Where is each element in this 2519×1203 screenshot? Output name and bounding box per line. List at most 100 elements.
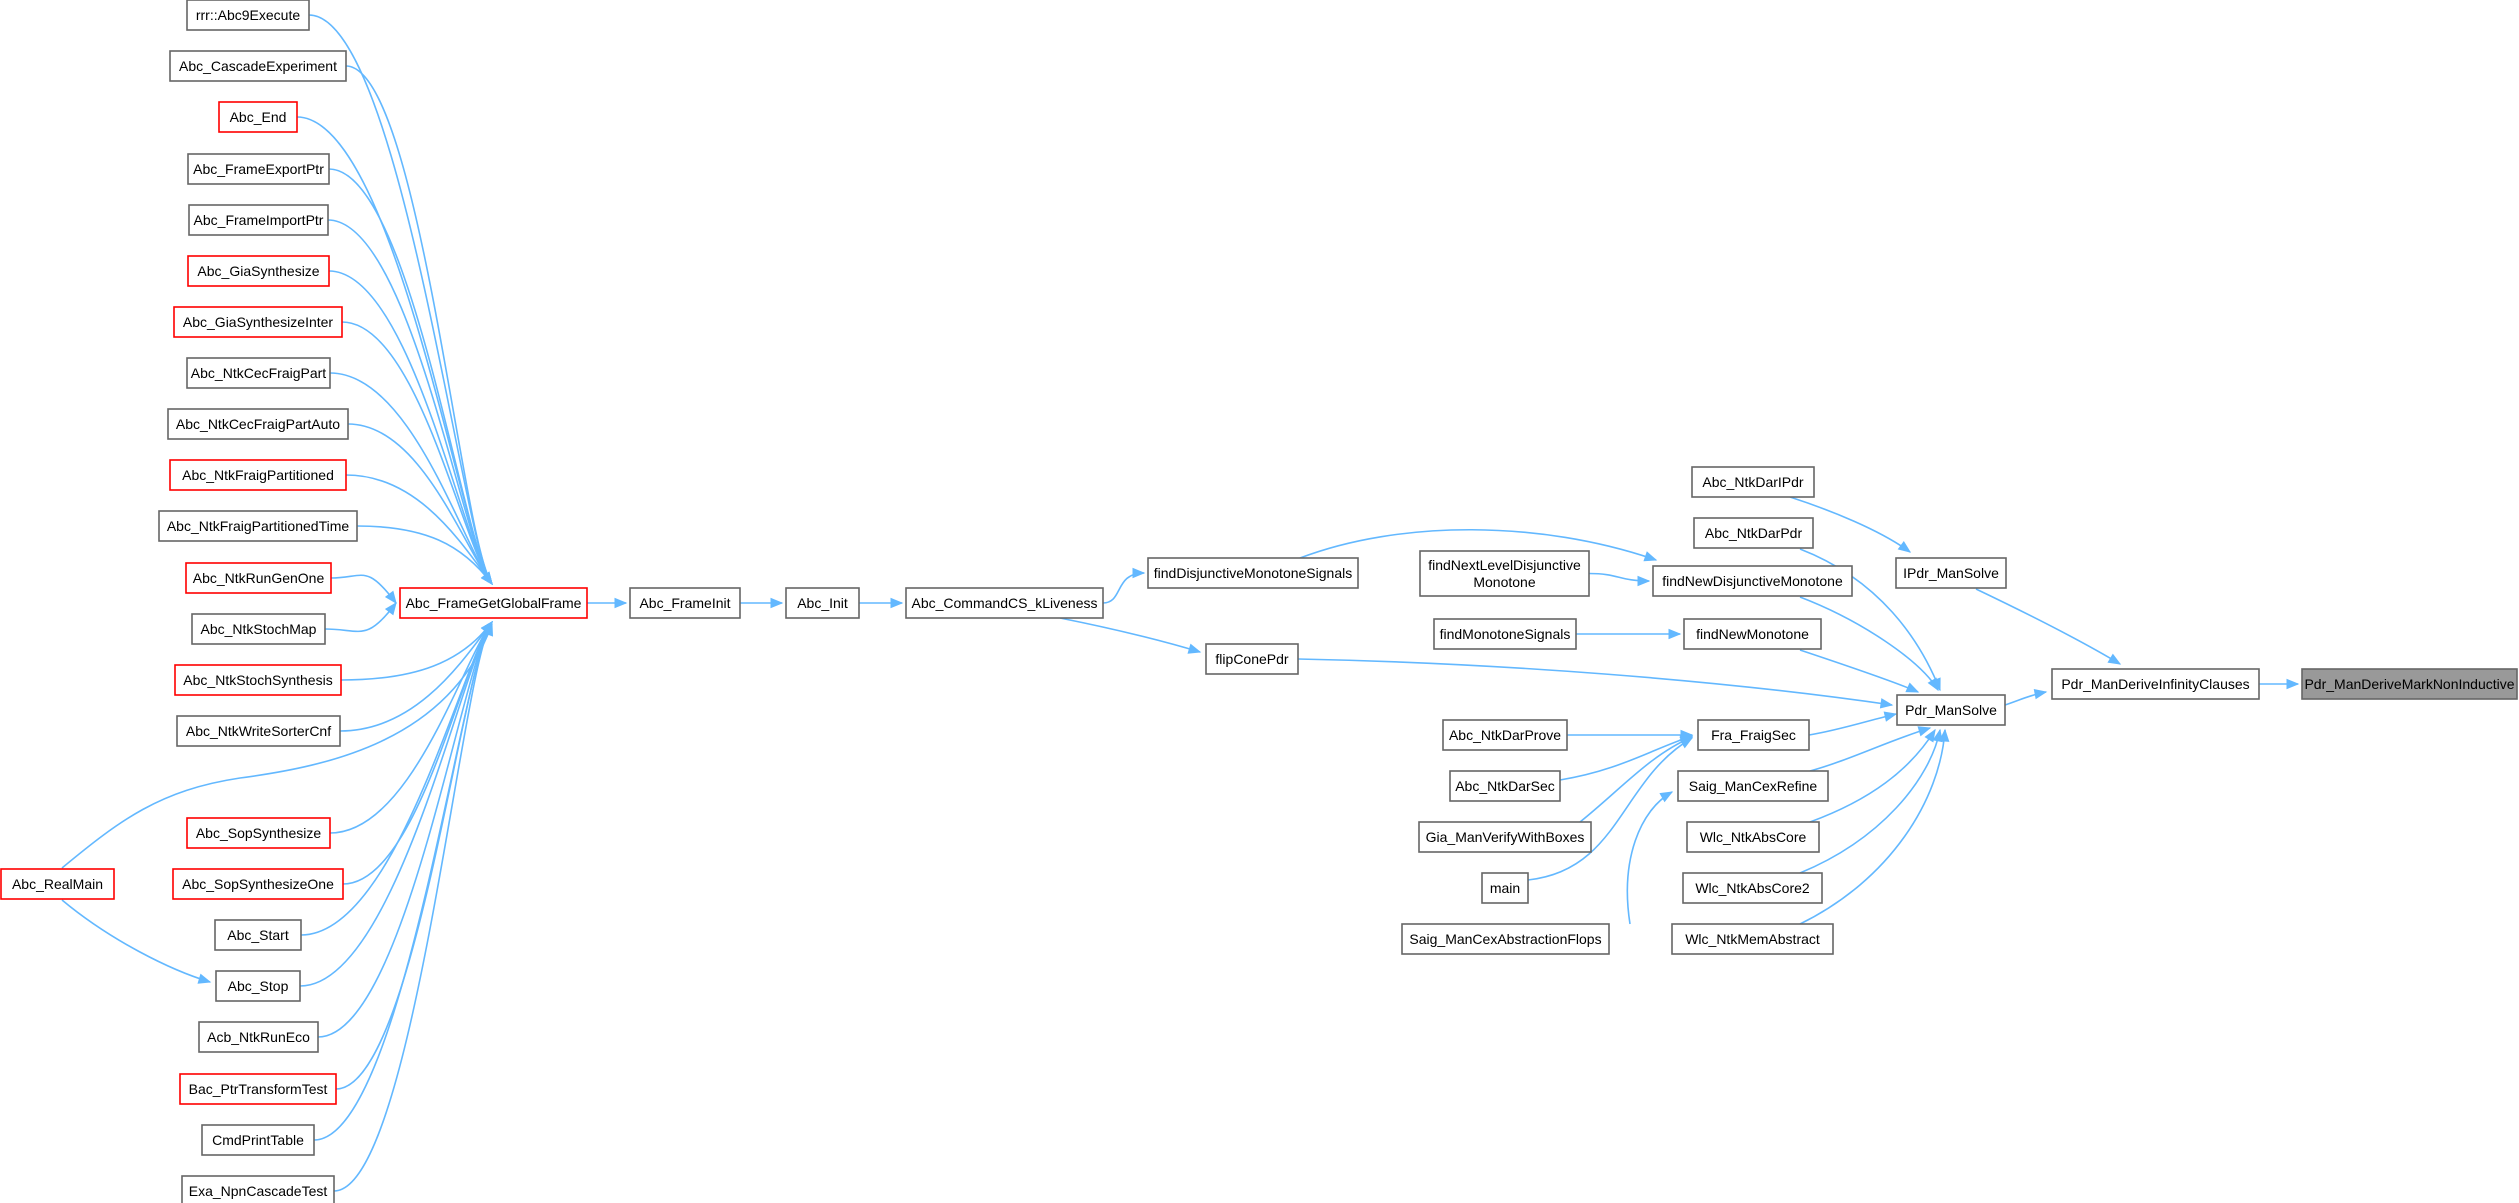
node-abc_ntkdarprove[interactable]: Abc_NtkDarProve: [1442, 719, 1568, 751]
node-wlc_ntkabscore2[interactable]: Wlc_NtkAbsCore2: [1682, 872, 1823, 904]
node-label: main: [1490, 880, 1520, 896]
node-label: Gia_ManVerifyWithBoxes: [1426, 829, 1585, 845]
node-abc_ntkdarpdr[interactable]: Abc_NtkDarPdr: [1693, 517, 1814, 549]
node-box: [169, 459, 347, 491]
node-findmonosig[interactable]: findMonotoneSignals: [1433, 618, 1577, 650]
node-fra_fraigsec[interactable]: Fra_FraigSec: [1697, 719, 1810, 751]
node-findnewdisj[interactable]: findNewDisjunctiveMonotone: [1652, 565, 1853, 597]
node-box: [198, 1021, 319, 1053]
edge-abc_ntkstochsynth-to-abc_framegetglobal: [340, 621, 493, 681]
edge-abc_ntkdarlpdr-to-ipdr_mansolve: [1789, 496, 1911, 553]
arrowhead-fra_fraigsec-to-pdr_mansolve: [1883, 711, 1898, 722]
node-gia_manverify[interactable]: Gia_ManVerifyWithBoxes: [1418, 821, 1592, 853]
node-abc_commandcs[interactable]: Abc_CommandCS_kLiveness: [905, 587, 1104, 619]
node-exa_npncascade[interactable]: Exa_NpnCascadeTest: [181, 1175, 335, 1203]
node-label: Saig_ManCexRefine: [1689, 778, 1818, 794]
node-pdr_manderiveinf[interactable]: Pdr_ManDeriveInfinityClauses: [2051, 668, 2260, 700]
node-box: [186, 817, 331, 849]
node-pdr_mansolve[interactable]: Pdr_ManSolve: [1896, 694, 2006, 726]
node-abc_ntkstochsynth[interactable]: Abc_NtkStochSynthesis: [174, 664, 342, 696]
node-abc_start[interactable]: Abc_Start: [214, 919, 302, 951]
node-label: Abc_NtkWriteSorterCnf: [186, 723, 331, 739]
node-findnewmono[interactable]: findNewMonotone: [1683, 618, 1822, 650]
edge-bac_ptrtransform-to-abc_framegetglobal: [335, 621, 493, 1090]
edge-flipconepdr-to-pdr_mansolve: [1297, 658, 1893, 706]
node-box: [181, 1175, 335, 1203]
node-label: findNewDisjunctiveMonotone: [1662, 573, 1843, 589]
node-acb_ntkruneco[interactable]: Acb_NtkRunEco: [198, 1021, 319, 1053]
node-wlc_ntkabscore[interactable]: Wlc_NtkAbsCore: [1686, 821, 1820, 853]
node-rrr_abc9[interactable]: rrr::Abc9Execute: [186, 0, 310, 31]
edge-abc_ntkfraigparttime-to-abc_framegetglobal: [356, 525, 493, 585]
node-abc_ntkwritesorter[interactable]: Abc_NtkWriteSorterCnf: [176, 715, 341, 747]
node-abc_frameinit[interactable]: Abc_FrameInit: [629, 587, 741, 619]
node-label: Abc_CommandCS_kLiveness: [912, 595, 1098, 611]
node-cmdprinttable[interactable]: CmdPrintTable: [201, 1124, 315, 1156]
node-label: Abc_End: [230, 109, 287, 125]
edge-abc_ntkdarsec-to-fra_fraigsec: [1559, 735, 1693, 781]
node-flipconepdr[interactable]: flipConePdr: [1205, 643, 1299, 675]
node-saig_mancexabsflops[interactable]: Saig_ManCexAbstractionFlops: [1401, 923, 1610, 955]
node-abc_giasynthinter[interactable]: Abc_GiaSynthesizeInter: [173, 306, 343, 338]
node-abc_stop[interactable]: Abc_Stop: [215, 970, 301, 1002]
node-label: CmdPrintTable: [212, 1132, 304, 1148]
node-box: [1449, 770, 1561, 802]
node-abc_sopsynthone[interactable]: Abc_SopSynthesizeOne: [172, 868, 344, 900]
edge-wlc_ntkabscore-to-pdr_mansolve: [1809, 729, 1936, 823]
node-abc_ntkfraigpart[interactable]: Abc_NtkFraigPartitioned: [169, 459, 347, 491]
node-box: [179, 1073, 337, 1105]
node-abc_giasynth[interactable]: Abc_GiaSynthesize: [187, 255, 330, 287]
node-box: [785, 587, 860, 619]
node-saig_mancexrefine[interactable]: Saig_ManCexRefine: [1677, 770, 1829, 802]
node-abc_ntkfraigparttime[interactable]: Abc_NtkFraigPartitionedTime: [158, 510, 358, 542]
node-label: Abc_NtkStochSynthesis: [183, 672, 332, 688]
node-label: Monotone: [1473, 574, 1535, 590]
node-abc_ntkdarsec[interactable]: Abc_NtkDarSec: [1449, 770, 1561, 802]
node-abc_frameimport[interactable]: Abc_FrameImportPtr: [188, 204, 329, 236]
node-abc_realmain[interactable]: Abc_RealMain: [0, 868, 115, 900]
node-label: Abc_NtkDarProve: [1449, 727, 1561, 743]
node-box: [2301, 668, 2518, 700]
node-abc_end[interactable]: Abc_End: [218, 101, 298, 133]
node-main[interactable]: main: [1481, 872, 1529, 904]
node-pdr_manderivemark[interactable]: Pdr_ManDeriveMarkNonInductive: [2301, 668, 2518, 700]
node-abc_ntkdarlpdr[interactable]: Abc_NtkDarIPdr: [1691, 466, 1815, 498]
node-finddisjmono[interactable]: findDisjunctiveMonotoneSignals: [1147, 557, 1359, 589]
node-abc_ntkrungenone[interactable]: Abc_NtkRunGenOne: [185, 562, 332, 594]
edge-abc_cascade-to-abc_framegetglobal: [345, 65, 493, 585]
node-label: Abc_NtkDarIPdr: [1702, 474, 1803, 490]
node-label: Abc_GiaSynthesize: [197, 263, 319, 279]
node-box: [0, 868, 115, 900]
node-ipdr_mansolve[interactable]: IPdr_ManSolve: [1895, 557, 2007, 589]
node-label: Abc_NtkFraigPartitioned: [182, 467, 334, 483]
edge-exa_npncascade-to-abc_framegetglobal: [333, 621, 493, 1192]
node-abc_cascade[interactable]: Abc_CascadeExperiment: [169, 50, 347, 82]
node-abc_ntkcecfraigpartauto[interactable]: Abc_NtkCecFraigPartAuto: [167, 408, 349, 440]
node-abc_ntkstochmap[interactable]: Abc_NtkStochMap: [191, 613, 326, 645]
node-abc_frameexport[interactable]: Abc_FrameExportPtr: [187, 153, 330, 185]
node-label: findDisjunctiveMonotoneSignals: [1154, 565, 1352, 581]
arrowhead-findmonosig-to-findnewmono: [1668, 628, 1682, 640]
arrowhead-saig_mancexrefine-to-pdr_mansolve: [1917, 726, 1932, 737]
edge-abc_giasynthinter-to-abc_framegetglobal: [341, 321, 493, 585]
edge-gia_manverify-to-fra_fraigsec: [1579, 736, 1693, 823]
edge-abc_realmain-to-abc_stop: [61, 899, 211, 983]
node-abc_sopsynth[interactable]: Abc_SopSynthesize: [186, 817, 331, 849]
arrowhead-abc_ntkrungenone-to-abc_framegetglobal: [384, 590, 397, 605]
node-abc_ntkcecfraigpart[interactable]: Abc_NtkCecFraigPart: [186, 357, 331, 389]
node-box: [1205, 643, 1299, 675]
node-abc_init[interactable]: Abc_Init: [785, 587, 860, 619]
node-label: Abc_NtkDarPdr: [1705, 525, 1803, 541]
node-abc_framegetglobal[interactable]: Abc_FrameGetGlobalFrame: [399, 587, 588, 619]
node-label: Saig_ManCexAbstractionFlops: [1409, 931, 1601, 947]
node-box: [176, 715, 341, 747]
node-label: Pdr_ManSolve: [1905, 702, 1997, 718]
node-bac_ptrtransform[interactable]: Bac_PtrTransformTest: [179, 1073, 337, 1105]
node-box: [1697, 719, 1810, 751]
node-box: [1671, 923, 1834, 955]
edge-fra_fraigsec-to-pdr_mansolve: [1808, 713, 1897, 736]
edge-findnewmono-to-pdr_mansolve: [1799, 649, 1919, 693]
node-wlc_ntkmemabs[interactable]: Wlc_NtkMemAbstract: [1671, 923, 1834, 955]
node-label: Abc_CascadeExperiment: [179, 58, 337, 74]
